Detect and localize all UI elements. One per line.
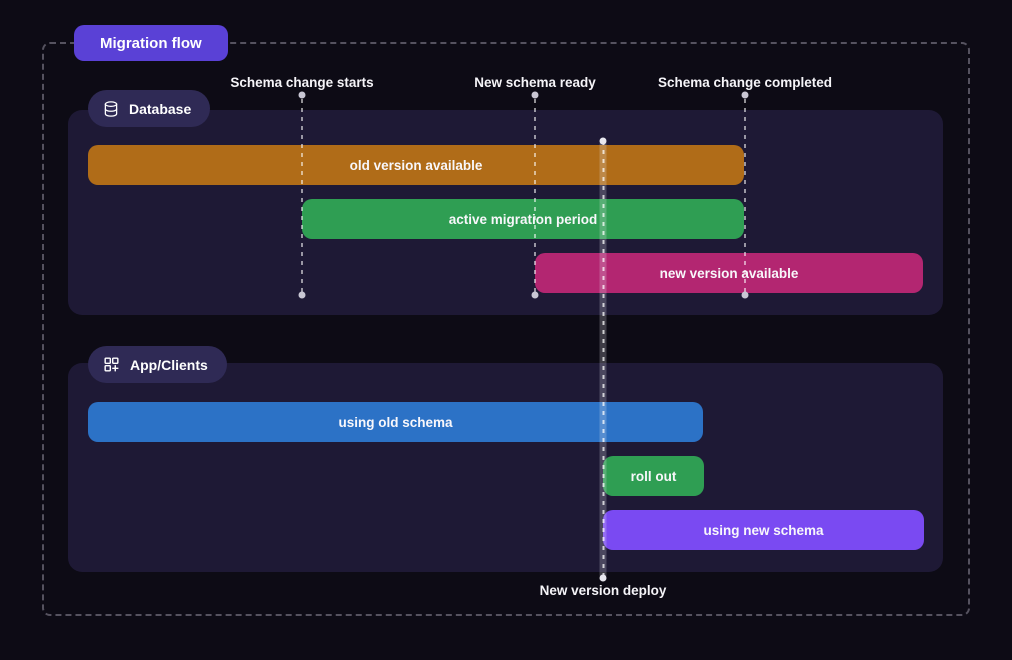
milestone-dot-bottom-2 (741, 291, 749, 299)
timeline-bar-active-migration-period: active migration period (302, 199, 744, 239)
milestone-dashed-line-0 (301, 99, 303, 295)
deploy-dot-bottom (599, 574, 607, 582)
bar-label: old version available (349, 157, 483, 173)
milestone-dot-bottom-0 (298, 291, 306, 299)
bar-label: active migration period (448, 211, 598, 227)
milestone-dot-top-2 (741, 91, 749, 99)
timeline-bar-roll-out: roll out (603, 456, 704, 496)
section-badge-0: Database (88, 90, 211, 127)
milestone-dashed-line-2 (744, 99, 746, 295)
bar-label: using new schema (703, 522, 824, 538)
bar-label: using old schema (338, 414, 453, 430)
milestone-label-2: Schema change completed (657, 75, 833, 90)
apps-plus-icon (102, 355, 121, 374)
timeline-bar-old-version-available: old version available (88, 145, 744, 185)
milestone-label-1: New schema ready (474, 75, 596, 90)
milestone-dot-bottom-1 (531, 291, 539, 299)
milestone-dot-top-1 (531, 91, 539, 99)
title-badge: Migration flow (74, 25, 228, 61)
milestone-dashed-line-1 (534, 99, 536, 295)
section-badge-label: Database (129, 100, 192, 117)
timeline-bar-using-old-schema: using old schema (88, 402, 703, 442)
title-badge-label: Migration flow (100, 34, 202, 52)
section-badge-label: App/Clients (130, 356, 208, 373)
bar-label: roll out (630, 468, 677, 484)
diagram-dashed-frame (42, 42, 970, 616)
deploy-dot-top (599, 137, 607, 145)
milestone-label-0: Schema change starts (230, 75, 374, 90)
timeline-bar-new-version-available: new version available (535, 253, 923, 293)
section-badge-1: App/Clients (88, 346, 227, 383)
milestone-dot-top-0 (298, 91, 306, 99)
bar-label: new version available (659, 265, 799, 281)
deploy-marker-label: New version deploy (539, 583, 667, 598)
timeline-bar-using-new-schema: using new schema (603, 510, 924, 550)
deploy-marker-line (599, 141, 607, 578)
database-icon (102, 100, 120, 118)
